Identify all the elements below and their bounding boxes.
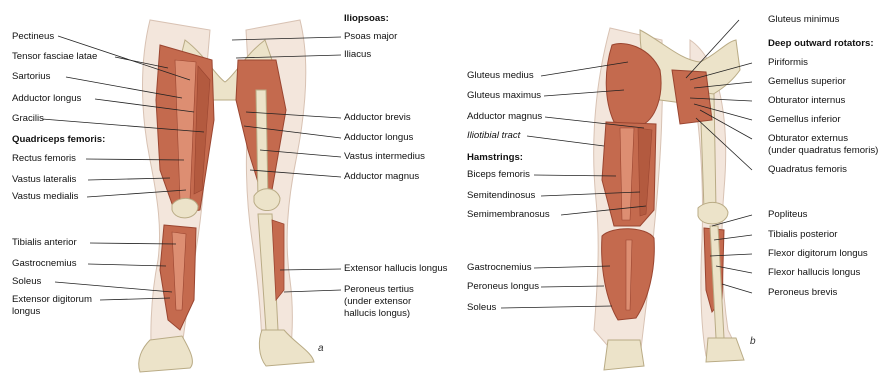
label-vastus-medialis: Vastus medialis — [12, 191, 78, 202]
label-peroneus-brevis: Peroneus brevis — [768, 287, 837, 298]
label-semitendinosus: Semitendinosus — [467, 190, 535, 201]
label-popliteus: Popliteus — [768, 209, 807, 220]
label-pectineus: Pectineus — [12, 31, 54, 42]
label-flexor-hallucis-longus: Flexor hallucis longus — [768, 267, 860, 278]
label-adductor-longus-left: Adductor longus — [12, 93, 81, 104]
label-adductor-magnus-anterior: Adductor magnus — [344, 171, 419, 182]
leader-peroneus-brevis — [722, 284, 752, 293]
label-sartorius: Sartorius — [12, 71, 50, 82]
label-soleus-posterior: Soleus — [467, 302, 496, 313]
anterior-right-kneecap — [172, 198, 198, 218]
label-psoas-major: Psoas major — [344, 31, 397, 42]
leader-peroneus-tertius — [284, 290, 341, 292]
label-rectus-femoris: Rectus femoris — [12, 153, 76, 164]
anterior-left-femur — [256, 90, 268, 200]
label-gluteus-maximus: Gluteus maximus — [467, 90, 541, 101]
label-extensor-digitorum-line1: Extensor digitorum — [12, 294, 92, 305]
heading-deep-outward-rotators: Deep outward rotators: — [768, 38, 874, 49]
label-adductor-brevis: Adductor brevis — [344, 112, 411, 123]
label-gastrocnemius-anterior: Gastrocnemius — [12, 258, 77, 269]
label-soleus-anterior: Soleus — [12, 276, 41, 287]
posterior-right-heel — [604, 340, 644, 370]
label-gluteus-minimus: Gluteus minimus — [768, 14, 839, 25]
anterior-left-foot — [259, 330, 314, 366]
label-peroneus-tertius-line3: hallucis longus) — [344, 308, 410, 319]
panel-letter-b: b — [750, 336, 756, 347]
leader-ext-hallucis — [280, 269, 341, 270]
panel-letter-a: a — [318, 343, 324, 354]
posterior-left-foot — [706, 338, 744, 362]
label-iliacus: Iliacus — [344, 49, 371, 60]
posterior-deep-rotators — [672, 70, 712, 124]
label-extensor-hallucis-longus: Extensor hallucis longus — [344, 263, 447, 274]
label-peroneus-tertius-line1: Peroneus tertius — [344, 284, 414, 295]
posterior-leg-illustration — [594, 28, 744, 370]
label-semimembranosus: Semimembranosus — [467, 209, 550, 220]
label-obturator-externus-line1: Obturator externus — [768, 133, 848, 144]
label-peroneus-tertius-line2: (under extensor — [344, 296, 411, 307]
label-tensor-fasciae-latae: Tensor fasciae latae — [12, 51, 97, 62]
posterior-knee-joint — [698, 202, 728, 223]
label-iliotibial-tract: Iliotibial tract — [467, 130, 520, 141]
label-adductor-longus-right: Adductor longus — [344, 132, 413, 143]
label-gemellus-superior: Gemellus superior — [768, 76, 846, 87]
anterior-right-foot — [139, 336, 193, 372]
label-gemellus-inferior: Gemellus inferior — [768, 114, 841, 125]
heading-hamstrings: Hamstrings: — [467, 152, 523, 163]
label-quadratus-femoris: Quadratus femoris — [768, 164, 847, 175]
label-peroneus-longus: Peroneus longus — [467, 281, 539, 292]
anterior-left-kneecap — [254, 189, 280, 211]
leader-gastrocnemius-a — [88, 264, 166, 266]
label-gastrocnemius-posterior: Gastrocnemius — [467, 262, 532, 273]
heading-quadriceps-femoris: Quadriceps femoris: — [12, 134, 105, 145]
label-tibialis-anterior: Tibialis anterior — [12, 237, 77, 248]
label-tibialis-posterior: Tibialis posterior — [768, 229, 838, 240]
label-gluteus-medius: Gluteus medius — [467, 70, 534, 81]
leader-peroneus-longus — [541, 286, 604, 287]
anterior-leg-illustration — [139, 20, 314, 372]
label-flexor-digitorum-longus: Flexor digitorum longus — [768, 248, 868, 259]
label-vastus-intermedius: Vastus intermedius — [344, 151, 425, 162]
label-vastus-lateralis: Vastus lateralis — [12, 174, 76, 185]
leader-iliotibial — [527, 136, 604, 146]
label-piriformis: Piriformis — [768, 57, 808, 68]
label-adductor-magnus-posterior: Adductor magnus — [467, 111, 542, 122]
label-obturator-externus-line2: (under quadratus femoris) — [768, 145, 878, 156]
label-biceps-femoris: Biceps femoris — [467, 169, 530, 180]
label-obturator-internus: Obturator internus — [768, 95, 845, 106]
heading-iliopsoas: Iliopsoas: — [344, 13, 389, 24]
label-gracilis: Gracilis — [12, 113, 44, 124]
label-extensor-digitorum-line2: longus — [12, 306, 40, 317]
